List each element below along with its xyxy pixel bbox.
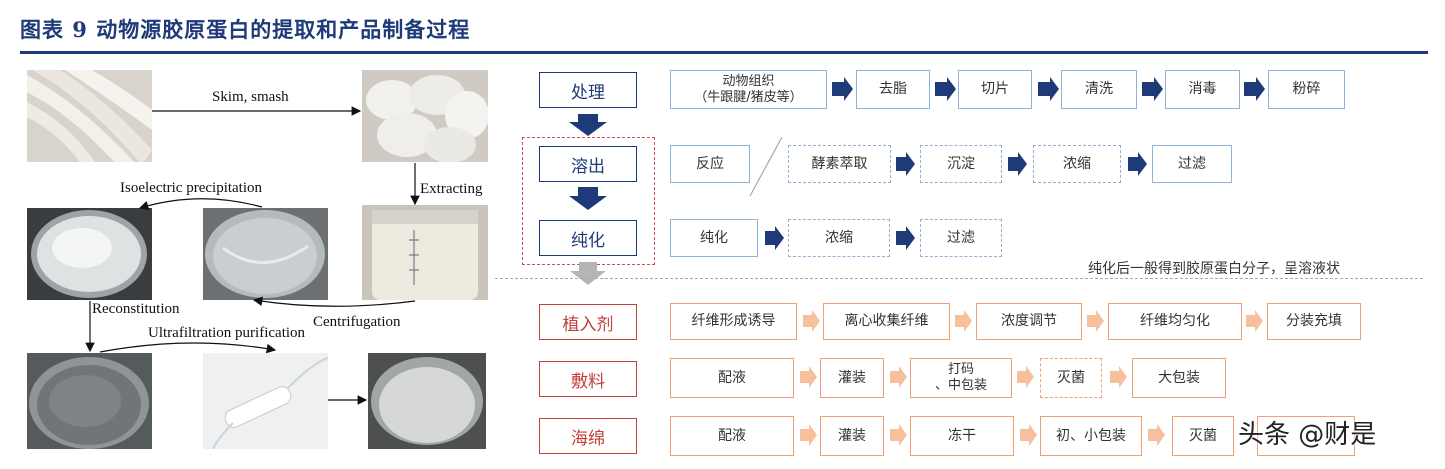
step-grind: 粉碎 — [1268, 70, 1345, 109]
step-sponge-freeze-dry: 冻干 — [910, 416, 1014, 456]
caption-extracting: Extracting — [420, 181, 483, 197]
step-aliquot-fill: 分装充填 — [1267, 303, 1361, 340]
step-purify-filter: 过滤 — [920, 219, 1002, 257]
photo-smashed-tissue — [362, 70, 488, 162]
step-dressing-fill: 灌装 — [820, 358, 884, 398]
step-purify-concentrate: 浓缩 — [788, 219, 890, 257]
stage-sponge: 海绵 — [539, 418, 637, 454]
stage-dissolve: 溶出 — [539, 146, 637, 182]
step-sponge-sterilize: 灭菌 — [1172, 416, 1234, 456]
step-sponge-bulk-pack — [1257, 416, 1355, 456]
stage-purify: 纯化 — [539, 220, 637, 256]
caption-centrifugation: Centrifugation — [313, 314, 401, 330]
step-wash: 清洗 — [1061, 70, 1137, 109]
photo-arrows — [85, 106, 420, 405]
step-fiber-induction: 纤维形成诱导 — [670, 303, 797, 340]
step-concentration-adjust: 浓度调节 — [976, 303, 1082, 340]
section-separator — [495, 278, 1423, 279]
step-dressing-bulk-pack: 大包装 — [1132, 358, 1226, 398]
photo-centrifuge — [203, 208, 328, 300]
photo-isoelectric — [27, 208, 152, 300]
step-dressing-mix: 配液 — [670, 358, 794, 398]
step-fiber-homogenize: 纤维均匀化 — [1108, 303, 1242, 340]
photo-ultrafiltration — [203, 353, 328, 449]
step-dressing-sterilize: 灭菌 — [1040, 358, 1102, 398]
watermark: 头条 @财是 — [1238, 420, 1377, 450]
step-slice: 切片 — [958, 70, 1032, 109]
stage-implant: 植入剂 — [539, 304, 637, 340]
step-concentrate: 浓缩 — [1033, 145, 1121, 183]
photo-reconstitution — [27, 353, 152, 449]
figure-title: 图表 9 动物源胶原蛋白的提取和产品制备过程 — [20, 17, 471, 42]
step-centrifuge-fiber: 离心收集纤维 — [823, 303, 950, 340]
step-react: 反应 — [670, 145, 750, 183]
photo-raw-tendon — [27, 70, 152, 162]
step-defat: 去脂 — [856, 70, 930, 109]
step-precipitate: 沉淀 — [920, 145, 1002, 183]
caption-ultrafiltration: Ultrafiltration purification — [148, 325, 306, 341]
photo-final-solution — [368, 353, 486, 449]
step-filter: 过滤 — [1152, 145, 1232, 183]
step-purify: 纯化 — [670, 219, 758, 257]
step-dressing-code-pack: 打码 、中包装 — [910, 358, 1012, 398]
step-animal-tissue: 动物组织 （牛跟腱/猪皮等） — [670, 70, 827, 109]
step-enzyme-extract: 酵素萃取 — [788, 145, 891, 183]
step-sponge-small-pack: 初、小包装 — [1040, 416, 1142, 456]
photo-extract-container — [362, 205, 488, 300]
caption-reconstitution: Reconstitution — [92, 301, 180, 317]
stage-dressing: 敷料 — [539, 361, 637, 397]
caption-isoelectric: Isoelectric precipitation — [120, 180, 263, 196]
step-sponge-fill: 灌装 — [820, 416, 884, 456]
step-disinfect: 消毒 — [1165, 70, 1240, 109]
stage-process: 处理 — [539, 72, 637, 108]
caption-skim: Skim, smash — [212, 89, 289, 105]
title-rule — [20, 51, 1428, 54]
step-sponge-mix: 配液 — [670, 416, 794, 456]
purify-note: 纯化后一般得到胶原蛋白分子，呈溶液状 — [1088, 261, 1340, 277]
